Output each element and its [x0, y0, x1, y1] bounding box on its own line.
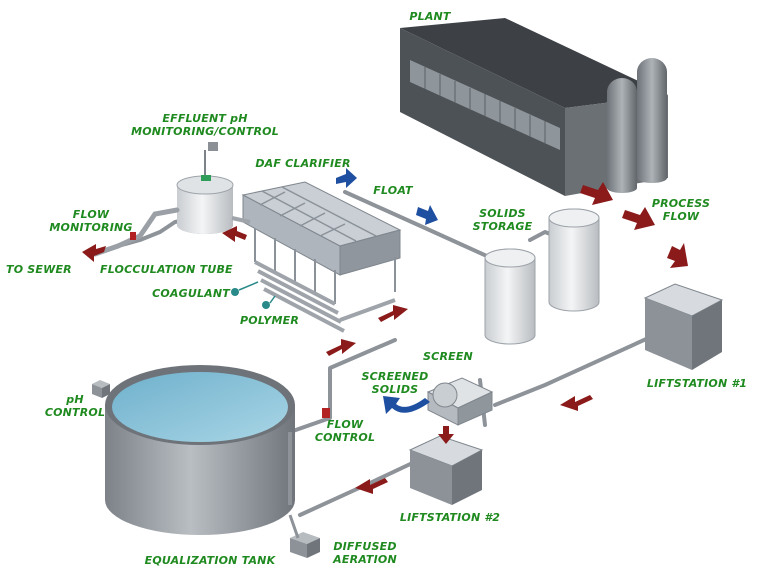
flocculation-tube-label: FLOCCULATION TUBE: [100, 263, 233, 276]
process-flow-arrow-1: [580, 182, 613, 205]
flow-arrows: [82, 182, 688, 494]
plant-label: PLANT: [409, 10, 451, 23]
solids-storage-label: SOLIDS STORAGE: [472, 207, 533, 233]
to-sewer-label: TO SEWER: [6, 263, 72, 276]
flow-arrow-to-sewer: [82, 244, 106, 262]
float-arrow-2: [416, 205, 438, 225]
float-label: FLOAT: [373, 184, 413, 197]
ph-control-label: pH CONTROL: [44, 393, 106, 419]
coagulant-injection-point: [231, 288, 239, 296]
flow-arrow-to-floc-1: [326, 339, 356, 356]
flow-control-label: FLOW CONTROL: [314, 418, 376, 444]
flow-arrow-to-floc-2: [378, 305, 408, 322]
polymer-injection-point: [262, 301, 270, 309]
flow-arrow-to-eq-tank: [355, 478, 388, 494]
float-arrow-1: [336, 168, 357, 188]
screened-solids-arrow: [383, 396, 430, 414]
equalization-tank-label: EQUALIZATION TANK: [144, 554, 276, 567]
screen-unit: [426, 377, 494, 426]
process-flow-label: PROCESS FLOW: [651, 197, 711, 223]
equalization-tank: [105, 365, 295, 535]
screen-label: SCREEN: [423, 350, 473, 363]
effluent-ph-label: EFFLUENT pH MONITORING/CONTROL: [131, 112, 279, 138]
plant-silos: [607, 58, 667, 193]
diffused-aeration-blower: [288, 514, 320, 558]
diffused-aeration-label: DIFFUSED AERATION: [333, 540, 397, 566]
liftstation-1: [643, 283, 724, 370]
flow-monitoring-pipe: [92, 207, 180, 257]
daf-clarifier-label: DAF CLARIFIER: [255, 157, 351, 170]
float-arrows: [336, 168, 438, 414]
flocculation-tube: [231, 216, 396, 333]
flow-monitoring-label: FLOW MONITORING: [49, 208, 133, 234]
daf-clarifier-unit: [241, 181, 402, 304]
process-flow-arrow-2: [622, 207, 655, 230]
coagulant-label: COAGULANT: [152, 287, 230, 300]
flow-control-valve: [322, 408, 330, 418]
process-flow-arrow-3: [667, 243, 688, 268]
solids-storage-tanks: [484, 208, 600, 345]
liftstation-1-label: LIFTSTATION #1: [646, 377, 748, 390]
flow-arrow-screen-drop: [438, 426, 454, 444]
screened-solids-label: SCREENED SOLIDS: [361, 370, 429, 396]
effluent-ph-tank: [176, 142, 234, 234]
flow-arrow-to-effluent: [222, 226, 247, 242]
liftstation-2: [408, 435, 484, 505]
flow-arrow-to-screen: [560, 395, 593, 411]
ph-control-box: [92, 380, 110, 398]
polymer-label: POLYMER: [240, 314, 300, 327]
liftstation-2-label: LIFTSTATION #2: [399, 511, 501, 524]
